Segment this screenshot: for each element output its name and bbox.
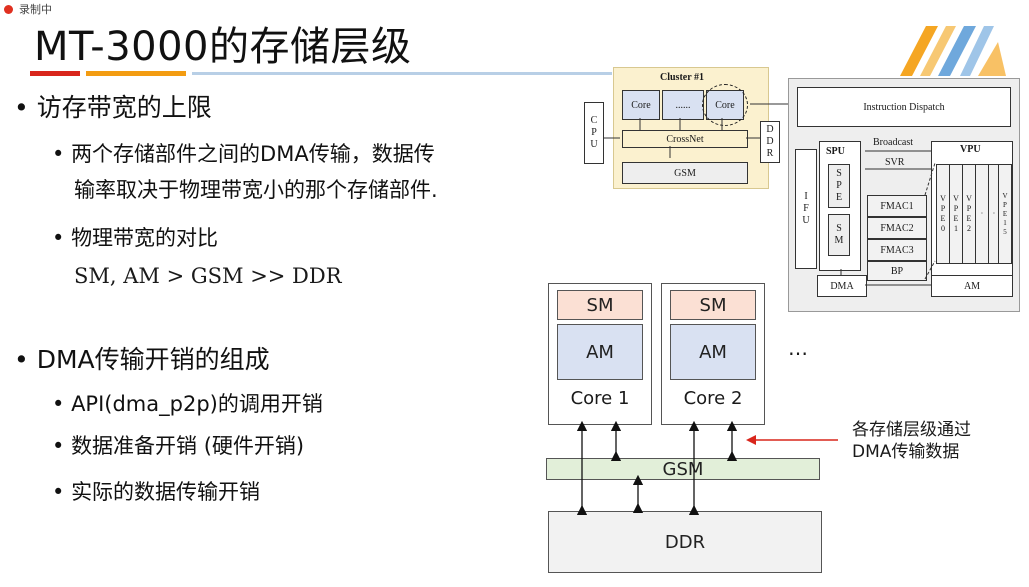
ddr-box: DDR — [548, 511, 822, 573]
bullet-2-2-text: 数据准备开销 (硬件开销) — [71, 434, 305, 458]
annotation-arrow — [746, 435, 838, 445]
core1-sm: SM — [557, 290, 643, 320]
core1-label: Core 1 — [570, 388, 630, 409]
spu-box: SPU SPE SM — [819, 141, 861, 271]
vpe-15: VPE15 — [998, 164, 1012, 264]
bullet-1-1: • 两个存储部件之间的DMA传输，数据传 — [52, 142, 435, 166]
bullet-2-1-text: API(dma_p2p)的调用开销 — [71, 392, 323, 416]
title-underline-red — [30, 71, 80, 76]
core2-am: AM — [670, 324, 756, 380]
bullet-1-2-text: 物理带宽的对比 — [71, 226, 219, 250]
bullet-1-2: • 物理带宽的对比 — [52, 226, 219, 250]
bullet-1-1-text-a: 两个存储部件之间的DMA传输，数据传 — [71, 142, 435, 166]
vpu-box: VPU VPE0 VPE1 VPE2 · · VPE15 — [931, 141, 1013, 281]
spu-sm-box: SM — [828, 214, 850, 256]
bullet-2-3: • 实际的数据传输开销 — [52, 480, 261, 504]
title-underline-blue — [192, 72, 612, 75]
slide-title: MT-3000的存储层级 — [34, 24, 412, 70]
transfer-arrows — [576, 420, 738, 516]
fmac3-box: FMAC3 — [867, 239, 927, 261]
core-box-left: Core — [622, 90, 660, 120]
title-underline-orange — [86, 71, 186, 76]
cpu-box: CPU — [584, 102, 604, 164]
core2-sm: SM — [670, 290, 756, 320]
core-detail-links — [840, 150, 936, 286]
cluster-links — [604, 101, 790, 158]
cluster-figure: CPU — [584, 62, 784, 192]
annotation-line-1: 各存储层级通过 — [852, 420, 971, 440]
instruction-dispatch-box: Instruction Dispatch — [797, 87, 1011, 127]
core-detail-panel: Instruction Dispatch IFU SPU SPE SM Broa… — [788, 78, 1020, 312]
bandwidth-comparison: SM, AM > GSM >> DDR — [74, 264, 342, 288]
core-highlight-circle — [702, 84, 748, 126]
bp-box: BP — [867, 261, 927, 281]
core1-box: SM AM Core 1 — [548, 283, 652, 425]
broadcast-label: Broadcast — [873, 137, 913, 148]
bullet-1-1-text-b: 输率取决于物理带宽小的那个存储部件. — [74, 178, 438, 202]
bullet-2-1: • API(dma_p2p)的调用开销 — [52, 392, 323, 416]
spu-label: SPU — [826, 146, 845, 157]
svr-label: SVR — [885, 157, 905, 168]
cluster-gsm-box: GSM — [622, 162, 748, 184]
ifu-box: IFU — [795, 149, 817, 269]
fmac1-box: FMAC1 — [867, 195, 927, 217]
crossnet-box: CrossNet — [622, 130, 748, 148]
recording-label: 录制中 — [19, 3, 52, 16]
bullet-1: • 访存带宽的上限 — [14, 93, 212, 122]
more-cores-ellipsis: … — [788, 336, 808, 360]
dma-box: DMA — [817, 275, 867, 297]
bullet-2: • DMA传输开销的组成 — [14, 345, 270, 374]
hna-logo-icon — [900, 26, 1006, 76]
core2-box: SM AM Core 2 — [661, 283, 765, 425]
core-ellipsis-box: ...... — [662, 90, 704, 120]
annotation-line-2: DMA传输数据 — [852, 442, 960, 462]
core2-label: Core 2 — [683, 388, 743, 409]
bullet-2-3-text: 实际的数据传输开销 — [71, 480, 261, 504]
vpu-am-box: AM — [931, 275, 1013, 297]
recording-indicator: 录制中 — [0, 0, 52, 18]
bullet-2-text: DMA传输开销的组成 — [36, 345, 270, 374]
cluster-title: Cluster #1 — [660, 72, 704, 83]
cluster-panel: Cluster #1 Core ...... Core CrossNet GSM — [613, 67, 769, 189]
annotation-text: 各存储层级通过 DMA传输数据 — [852, 419, 971, 463]
bullet-2-2: • 数据准备开销 (硬件开销) — [52, 434, 305, 458]
bullet-1-text: 访存带宽的上限 — [36, 93, 212, 122]
vpu-label: VPU — [960, 144, 981, 155]
spe-box: SPE — [828, 164, 850, 208]
fmac2-box: FMAC2 — [867, 217, 927, 239]
cluster-ddr-box: DDR — [760, 121, 780, 163]
core1-am: AM — [557, 324, 643, 380]
record-dot-icon — [4, 4, 13, 14]
